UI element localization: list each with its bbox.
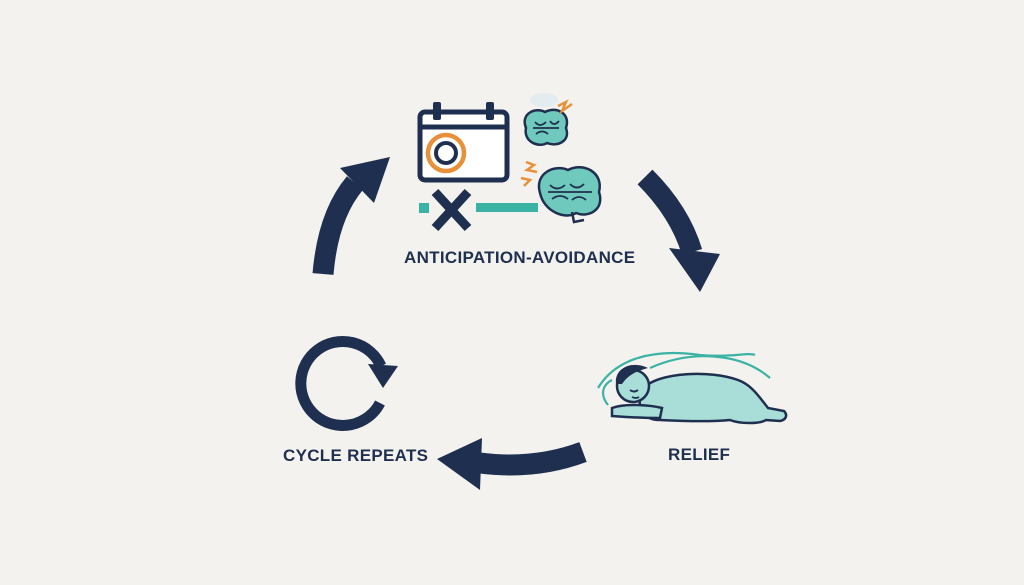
arrow-to-anticipation <box>312 157 390 275</box>
large-brain-icon <box>520 160 602 224</box>
calendar-icon <box>417 102 510 183</box>
circular-arrow-icon <box>295 335 398 431</box>
cycle-repeats-label: CYCLE REPEATS <box>283 446 429 465</box>
arrow-to-relief <box>637 169 720 292</box>
anticipation-avoidance-label: ANTICIPATION-AVOIDANCE <box>404 248 636 267</box>
small-brain-icon <box>523 93 573 146</box>
sleeping-person-icon <box>597 351 788 425</box>
relief-label: RELIEF <box>668 445 731 464</box>
arrow-to-cycle <box>437 438 587 490</box>
cancel-x-icon <box>419 188 538 232</box>
